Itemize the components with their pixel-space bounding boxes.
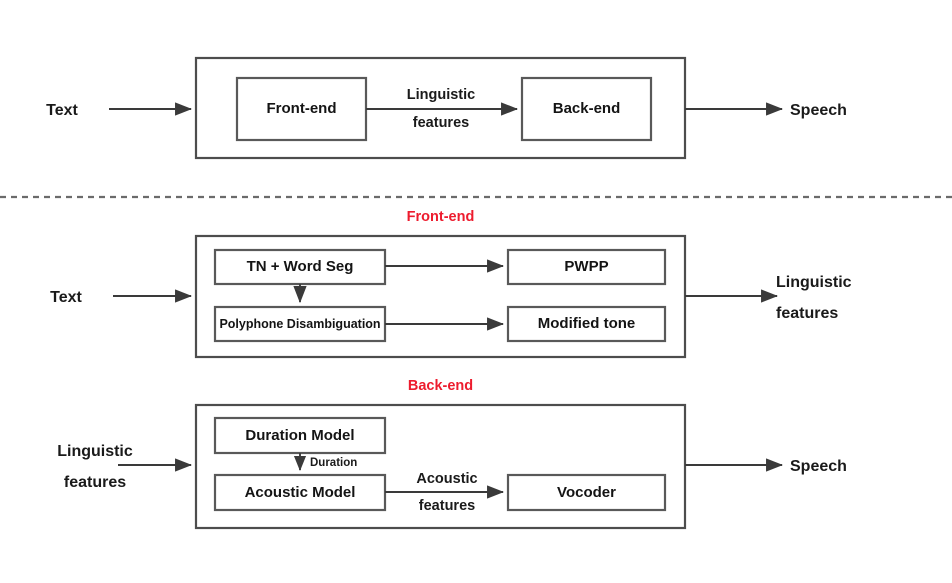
overview-label-back-end: Back-end xyxy=(552,100,621,118)
frontend-block-pwpp[interactable] xyxy=(506,248,667,286)
frontend-block-tn-word-seg[interactable] xyxy=(213,248,387,286)
backend-section-title: Back-end xyxy=(407,378,474,394)
backend-label-acoustic-model: Acoustic Model xyxy=(244,483,356,501)
backend-edge-label-line2: features xyxy=(418,498,476,514)
backend-input-label-line2: features xyxy=(63,474,127,491)
frontend-output-label-line1: Linguistic xyxy=(776,274,852,291)
frontend-block-modified-tone[interactable] xyxy=(506,305,667,343)
frontend-input-label: Text xyxy=(50,289,82,306)
frontend-label-pwpp: PWPP xyxy=(564,258,609,276)
backend-internal-edge-label: Duration xyxy=(310,457,358,469)
backend-edge-label-line1: Acoustic xyxy=(416,471,478,487)
backend-output-label: Speech xyxy=(790,458,847,475)
backend-block-acoustic-model[interactable] xyxy=(213,473,387,512)
overview-input-label: Text xyxy=(46,102,78,119)
overview-edge-label-line1: Linguistic xyxy=(406,87,476,103)
frontend-label-polyphone-disambiguation: Polyphone Disambiguation xyxy=(219,316,381,331)
frontend-section-title: Front-end xyxy=(406,209,475,225)
overview-edge-label-line2: features xyxy=(412,115,470,131)
overview-label-front-end: Front-end xyxy=(266,100,337,118)
backend-block-vocoder[interactable] xyxy=(506,473,667,512)
overview-output-label: Speech xyxy=(790,102,847,119)
frontend-output-label-line2: features xyxy=(776,305,839,322)
frontend-label-modified-tone: Modified tone xyxy=(537,315,636,333)
overview-block-front-end[interactable] xyxy=(235,76,368,142)
backend-label-duration-model: Duration Model xyxy=(245,426,355,444)
backend-label-vocoder: Vocoder xyxy=(557,483,616,501)
overview-block-back-end[interactable] xyxy=(520,76,653,142)
backend-input-label-line1: Linguistic xyxy=(57,443,133,460)
frontend-label-tn-word-seg: TN + Word Seg xyxy=(246,258,354,276)
